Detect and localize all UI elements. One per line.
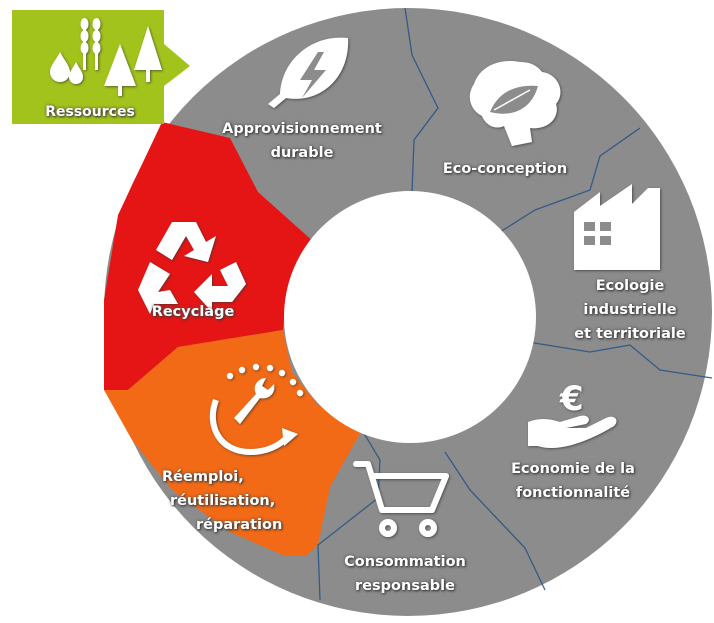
label-economie: Economie de la fonctionnalité [490,457,656,505]
svg-text:€: € [559,379,584,419]
factory-icon [574,184,660,270]
shopping-cart-icon [353,461,449,537]
label-line: et territoriale [574,326,686,342]
label-line: fonctionnalité [515,485,631,501]
label-line: Réemploi, [162,469,244,485]
resources-label[interactable]: Ressources [45,104,135,120]
euro-hand-icon: € [528,379,617,448]
label-line: durable [270,145,334,161]
label-approvisionnement: Approvisionnement durable [196,117,408,165]
wrench-cycle-icon [209,363,304,456]
label-line: industrielle [583,302,677,318]
resources-icon [50,18,162,96]
segment-reemploi [104,330,362,556]
label-line: Economie de la [511,461,635,477]
label-line: réutilisation, [170,493,276,509]
label-line: Approvisionnement [222,121,382,137]
label-line: Recyclage [151,304,235,320]
leaf-bolt-icon [268,37,349,108]
label-consommation: Consommation responsable [326,550,484,598]
label-line: Consommation [344,554,466,570]
inner-hole [284,191,536,443]
label-recyclage: Recyclage [128,300,258,324]
label-ecologie: Ecologie industrielle et territoriale [548,274,712,346]
label-eco-conception: Eco-conception [420,157,590,181]
label-line: responsable [355,578,455,594]
label-reemploi: Réemploi, réutilisation, réparation [150,465,306,537]
label-line: Ecologie [595,278,665,294]
brain-leaf-icon [469,60,561,147]
recycle-icon [138,222,246,314]
label-line: Eco-conception [442,161,568,177]
label-line: réparation [196,517,283,533]
